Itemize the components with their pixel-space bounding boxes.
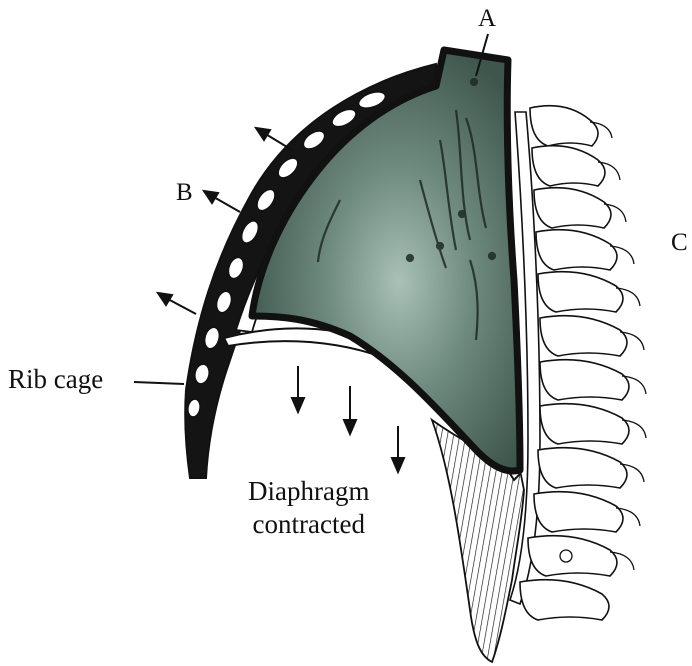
- leader-line-rib-cage: [134, 382, 184, 384]
- label-diaphragm-line2: contracted: [248, 508, 369, 541]
- vertebral-column: [510, 106, 646, 620]
- diaphragm-arrow: [344, 386, 356, 434]
- lung: [252, 50, 520, 471]
- label-rib-cage: Rib cage: [8, 366, 103, 393]
- rib-expansion-arrow: [256, 128, 292, 150]
- diaphragm-arrow: [392, 426, 404, 472]
- label-a: A: [478, 6, 496, 31]
- diaphragm-arrow: [292, 366, 304, 412]
- label-diaphragm-line1: Diaphragm: [248, 475, 369, 508]
- label-b: B: [176, 180, 193, 205]
- label-diaphragm-contracted: Diaphragm contracted: [248, 475, 369, 541]
- rib-expansion-arrow: [204, 191, 240, 212]
- label-c: C: [671, 230, 688, 255]
- rib-expansion-arrow: [158, 293, 196, 314]
